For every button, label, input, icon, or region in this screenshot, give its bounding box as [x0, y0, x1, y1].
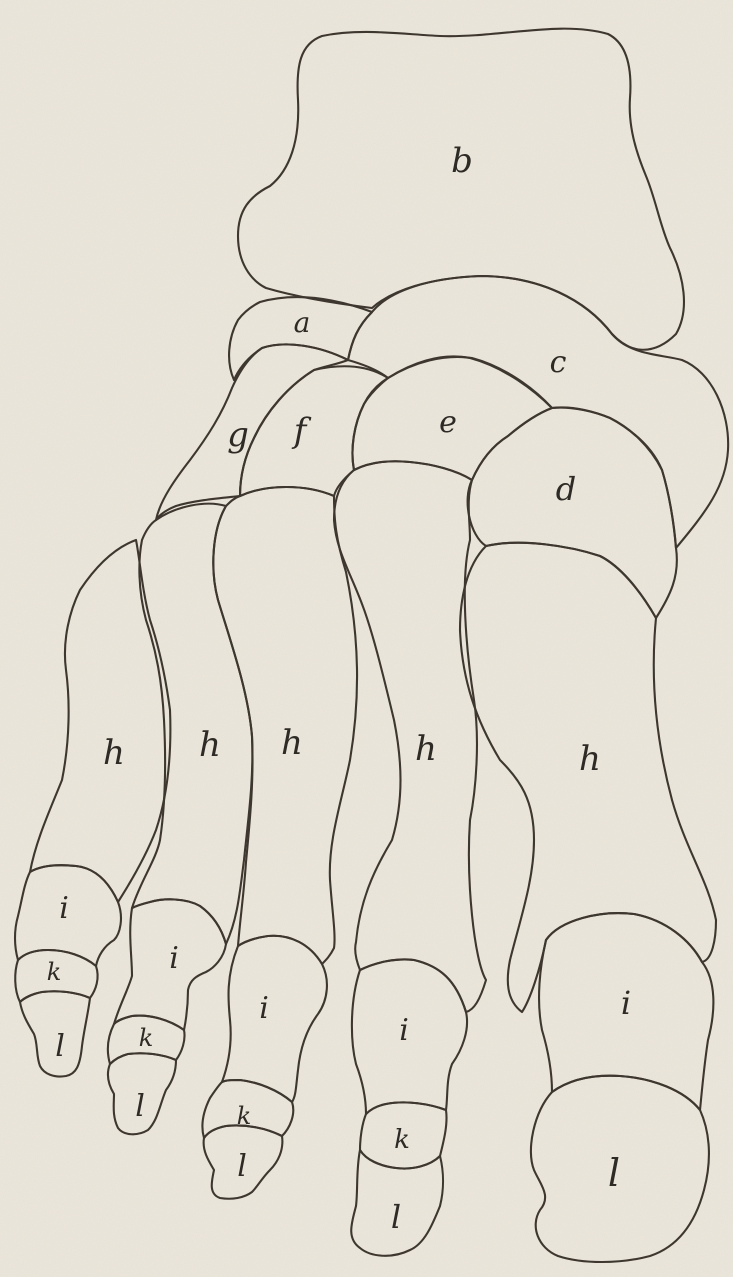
label-k-toe3: k	[237, 1102, 252, 1130]
label-h-toe2: h	[415, 729, 437, 769]
label-d: d	[556, 470, 576, 508]
label-i-toe3: i	[259, 991, 269, 1026]
label-a: a	[294, 306, 311, 339]
label-h-toe1: h	[579, 739, 601, 779]
label-l-toe2: l	[391, 1198, 401, 1236]
label-b: b	[451, 141, 473, 181]
label-h-toe5: h	[103, 733, 125, 773]
label-h-toe4: h	[199, 725, 221, 765]
label-l-toe4: l	[135, 1089, 145, 1124]
label-i-toe1: i	[621, 984, 631, 1022]
label-l-toe5: l	[55, 1029, 65, 1064]
label-k-toe2: k	[394, 1125, 410, 1155]
label-h-toe3: h	[281, 723, 303, 763]
label-e: e	[439, 405, 457, 440]
label-i-toe5: i	[59, 891, 69, 926]
label-k-toe4: k	[139, 1024, 154, 1052]
label-k-toe5: k	[47, 958, 62, 986]
label-c: c	[550, 345, 567, 380]
label-l-toe1: l	[608, 1151, 620, 1195]
label-i-toe4: i	[169, 941, 179, 976]
label-i-toe2: i	[399, 1013, 409, 1048]
label-g: g	[227, 415, 249, 455]
label-l-toe3: l	[237, 1149, 247, 1184]
